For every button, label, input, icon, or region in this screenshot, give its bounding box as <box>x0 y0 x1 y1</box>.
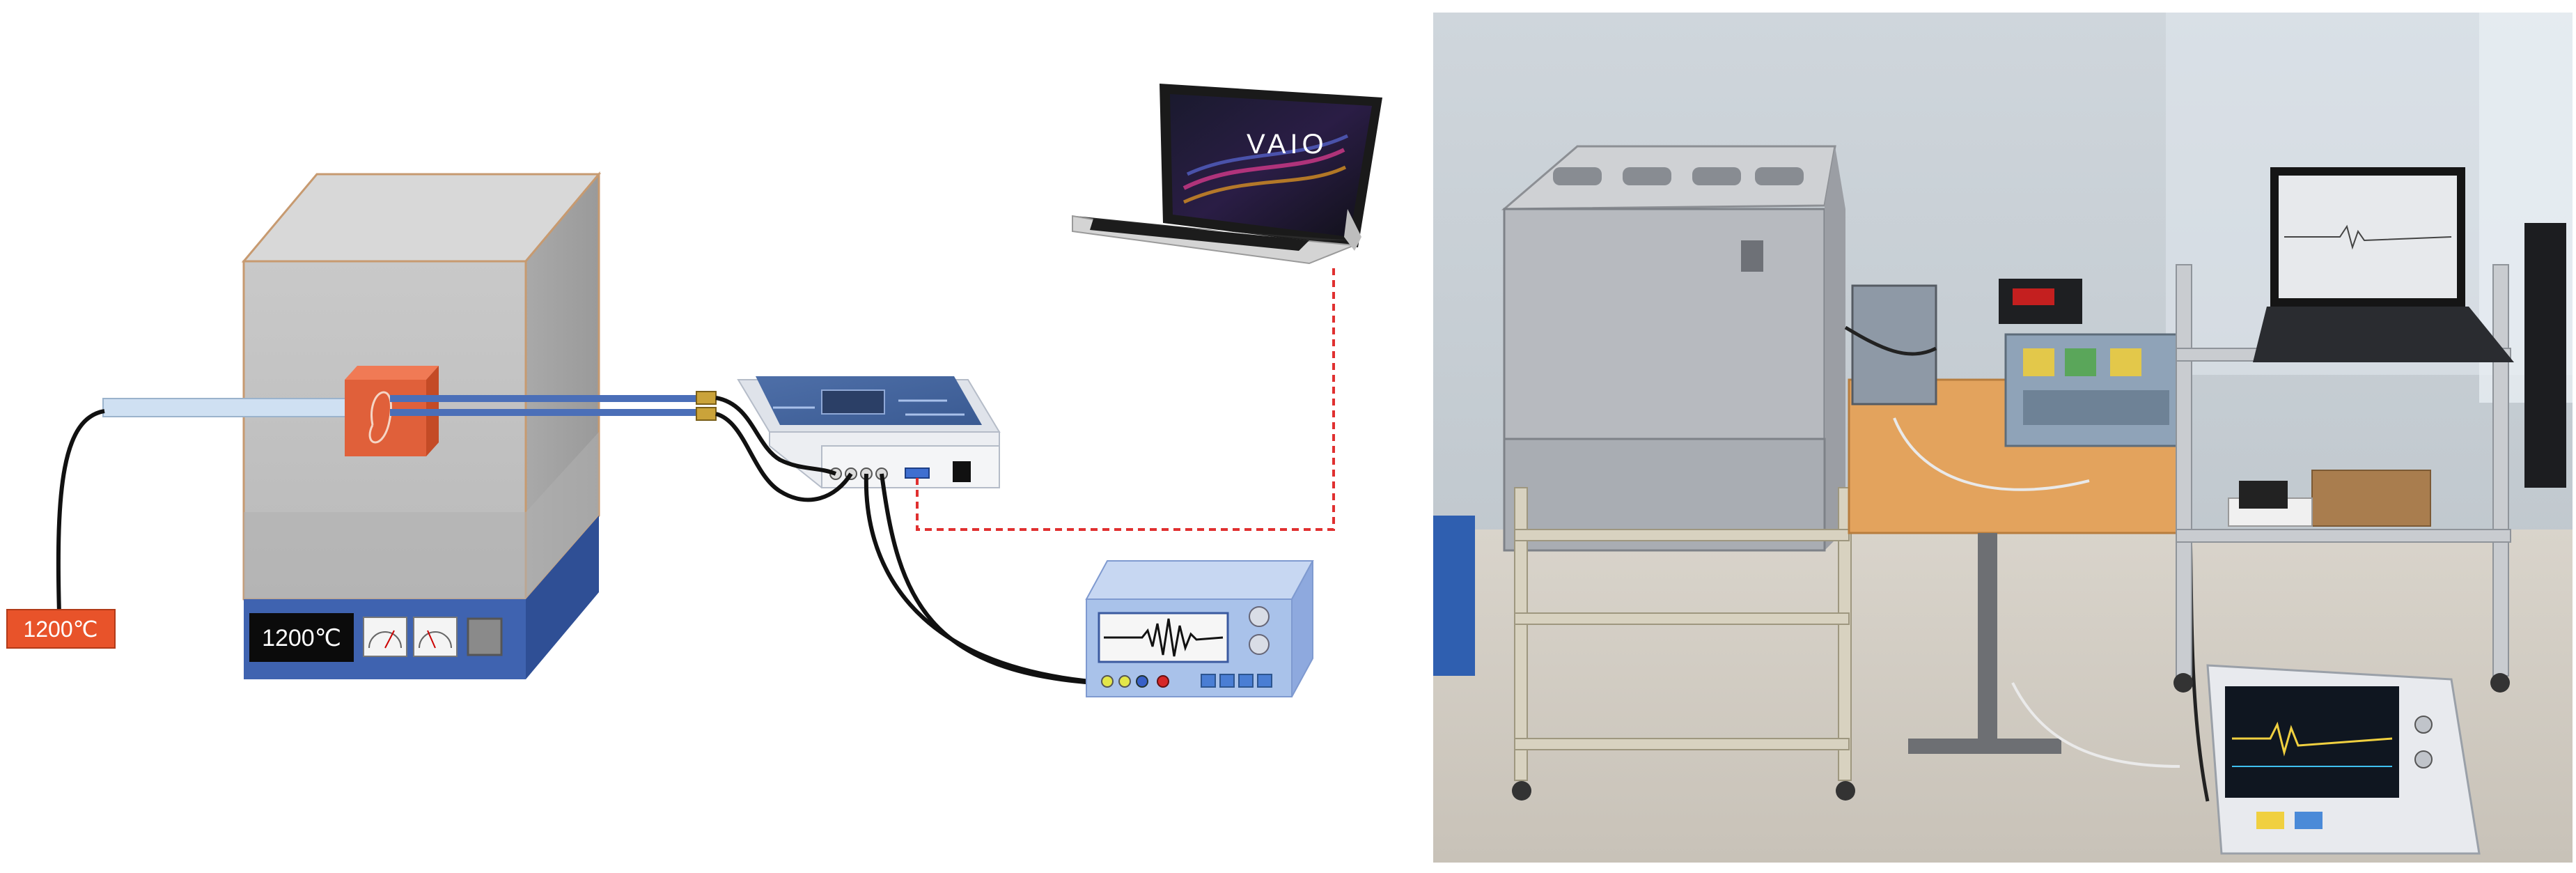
schematic-panel: 1200℃ 1200℃ <box>6 84 1382 697</box>
generator-input-1 <box>1101 675 1114 688</box>
furnace-meter-2 <box>413 617 458 657</box>
usb-port <box>905 468 930 479</box>
sample-block <box>345 380 426 456</box>
photo-oscilloscope-screen <box>2225 686 2399 798</box>
daq-box <box>737 376 1001 488</box>
photo-furnace <box>1503 208 1826 440</box>
furnace-display-text: 1200℃ <box>262 625 341 651</box>
photo-cardboard-box <box>2311 470 2431 527</box>
furnace: 1200℃ <box>241 171 602 679</box>
signal-generator <box>1085 560 1314 697</box>
blue-object <box>1433 516 1475 676</box>
furnace-meter-1 <box>363 617 407 657</box>
laptop-keyboard <box>1090 219 1309 251</box>
thermocouple-lead <box>56 409 105 614</box>
generator-knob-2 <box>1249 634 1270 655</box>
sample-coil <box>368 391 392 444</box>
laptop: VAIO <box>1072 84 1382 265</box>
laptop-brand: VAIO <box>1247 129 1328 160</box>
waveguide-lower <box>390 409 703 416</box>
thermocouple-rod <box>102 398 354 417</box>
waveguide-upper <box>390 395 703 402</box>
photo-fixture <box>1851 284 1937 405</box>
furnace-switch <box>467 617 503 656</box>
power-switch <box>953 461 971 482</box>
furnace-inner-floor <box>244 432 599 599</box>
generator-input-2 <box>1118 675 1131 688</box>
thermocouple-readout: 1200℃ <box>23 617 97 642</box>
photo-cart <box>1514 487 1528 781</box>
connector-lower <box>696 407 717 421</box>
photo-trolley <box>2176 264 2192 677</box>
lab-photo <box>1433 13 2573 863</box>
furnace-display <box>249 613 354 662</box>
board-chip <box>821 389 885 415</box>
connector-upper <box>696 391 717 405</box>
generator-knob-1 <box>1249 606 1270 627</box>
data-link <box>916 265 1335 531</box>
furnace-base-side <box>526 516 599 679</box>
photo-chair <box>2524 223 2566 488</box>
photo-laptop-base <box>2253 307 2514 362</box>
generator-waveform <box>1104 618 1224 657</box>
thermocouple-box <box>6 609 116 649</box>
